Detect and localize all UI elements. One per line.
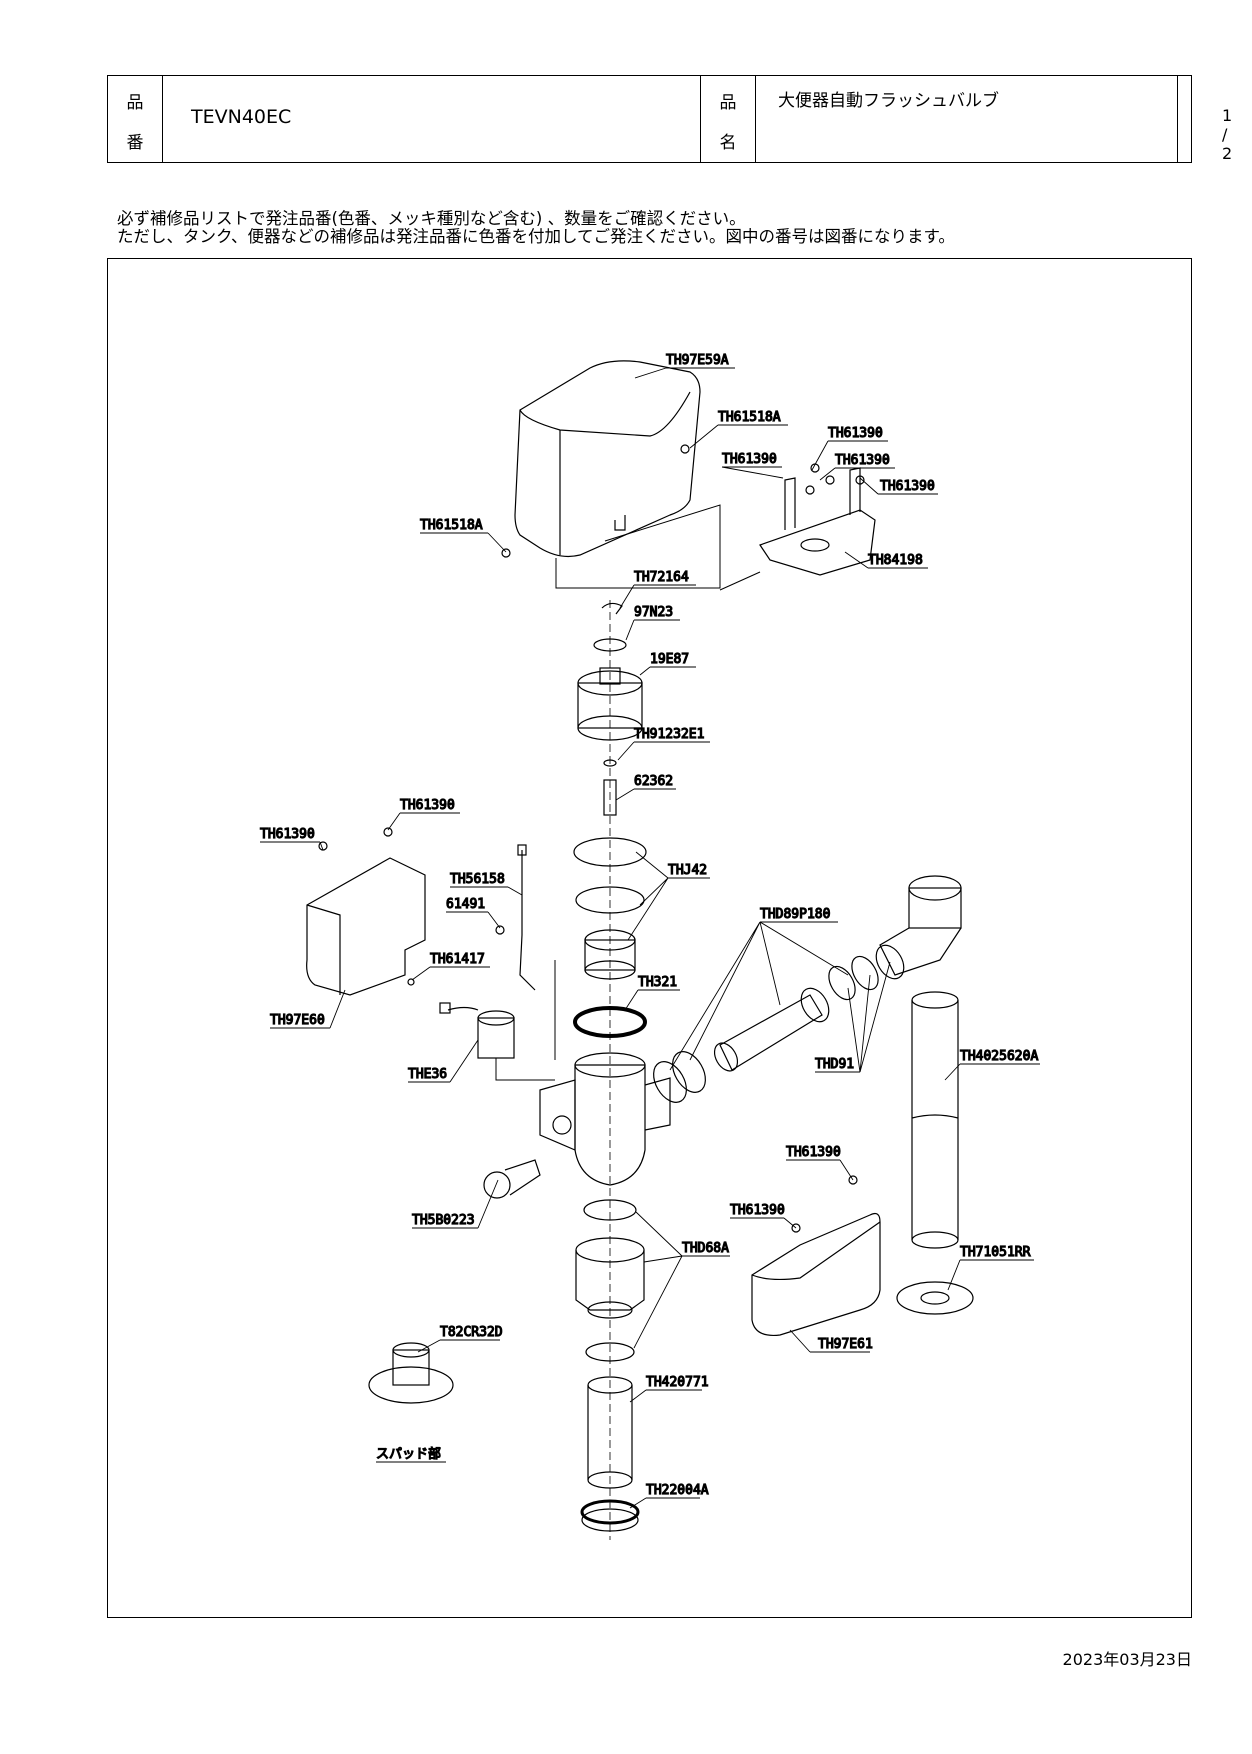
leader-lines: [260, 367, 1040, 1509]
stop-valve: [875, 875, 962, 980]
pipe-th4025620a: [911, 991, 959, 1249]
valve-body: [539, 1052, 671, 1186]
label-th61518a-left: TH61518A: [420, 518, 483, 533]
oring-thj42-b: [575, 886, 645, 914]
label-th5b0223: TH5B0223: [412, 1213, 475, 1228]
label-t82cr32d: T82CR32D: [440, 1325, 503, 1340]
label-th22004a: TH22004A: [646, 1483, 709, 1498]
label-th61390-h: TH61390: [730, 1203, 785, 1218]
oring-thd91-b: [851, 955, 879, 991]
screw-61491: [495, 925, 505, 935]
oring-thd89p180-b: [653, 1061, 687, 1103]
page-cell: 1 / 2: [1178, 76, 1232, 163]
label-th61390-c: TH61390: [835, 453, 890, 468]
label-61491: 61491: [446, 897, 485, 912]
cable-th56158: [517, 844, 536, 991]
diagram-frame: [107, 258, 1192, 1618]
product-no: TEVN40EC: [191, 106, 292, 128]
link-line-cover: [555, 504, 721, 589]
label-th61390-d: TH61390: [880, 479, 935, 494]
label-th97e61: TH97E61: [818, 1337, 873, 1352]
oring-thj42-a: [573, 837, 647, 867]
label-th61390-f: TH61390: [260, 827, 315, 842]
product-name-cell: 大便器自動フラッシュバルブ: [756, 76, 1178, 162]
ring-th321: [573, 1006, 647, 1038]
note-line-2: ただし、タンク、便器などの補修品は発注品番に色番を付加してご発注ください。図中の…: [117, 227, 955, 246]
tailpiece-thd68a: [575, 1237, 645, 1319]
solenoid-the36: [439, 1002, 515, 1059]
flange-th71051rr: [896, 1281, 974, 1315]
product-name-label-1: 品: [719, 93, 737, 113]
product-no-label-2: 番: [126, 133, 144, 153]
label-thj42: THJ42: [668, 863, 707, 878]
page-number: 1 / 2: [1222, 106, 1233, 163]
link-line-solenoid: [495, 1058, 555, 1081]
clip-th72164: [601, 602, 623, 615]
label-th97e60: TH97E60: [270, 1013, 325, 1028]
piston-19e87: [577, 667, 643, 741]
oring-th91232e1: [603, 759, 617, 767]
label-thd68a: THD68A: [682, 1241, 729, 1256]
screw-th61417: [407, 978, 415, 986]
label-th71051rr: TH71051RR: [960, 1245, 1031, 1260]
label-19e87: 19E87: [650, 652, 689, 667]
product-no-cell: TEVN40EC: [163, 76, 701, 162]
cover-right: [751, 1175, 881, 1337]
label-th61518a-top: TH61518A: [718, 410, 781, 425]
label-thd91: THD91: [815, 1057, 854, 1072]
label-th91232e1: TH91232E1: [634, 727, 704, 742]
product-no-label-1: 品: [126, 93, 144, 113]
link-line-bracket: [719, 571, 761, 591]
valve-th5b0223: [483, 1159, 541, 1199]
oring-thd91-a: [828, 965, 856, 1001]
label-62362: 62362: [634, 774, 673, 789]
label-th61417: TH61417: [430, 952, 485, 967]
pin-62362: [603, 779, 617, 816]
label-th321: TH321: [638, 975, 677, 990]
screw-th61518a-top: [680, 444, 690, 454]
label-thd89p180: THD89P180: [760, 907, 830, 922]
product-name-label-cell: 品 名: [701, 76, 756, 162]
notes: 必ず補修品リストで発注品番(色番、メッキ種別など含む) 、数量をご確認ください。…: [117, 210, 955, 246]
issue-date: 2023年03月23日: [1062, 1650, 1192, 1669]
label-spud: スパッド部: [376, 1447, 441, 1462]
gasket-thd68a-a: [583, 1199, 637, 1221]
label-th72164: TH72164: [634, 570, 689, 585]
product-no-label-cell: 品 番: [108, 76, 163, 162]
label-th61390-e: TH61390: [400, 798, 455, 813]
gasket-thd68a-b: [585, 1342, 635, 1362]
label-th61390-a: TH61390: [828, 426, 883, 441]
product-name: 大便器自動フラッシュバルブ: [778, 91, 999, 111]
label-th61390-b: TH61390: [722, 452, 777, 467]
label-th97e59a: TH97E59A: [666, 353, 729, 368]
label-th420771: TH420771: [646, 1375, 709, 1390]
valve-seat: [584, 929, 636, 980]
oring-thd89p180-a: [672, 1051, 706, 1093]
label-th56158: TH56158: [450, 872, 505, 887]
note-line-1: 必ず補修品リストで発注品番(色番、メッキ種別など含む) 、数量をご確認ください。: [117, 209, 746, 228]
label-the36: THE36: [408, 1067, 447, 1082]
product-name-label-2: 名: [719, 133, 737, 153]
nut-th22004a: [580, 1499, 640, 1532]
screw-th61518a-left: [501, 548, 511, 558]
spud-t82cr32d: [368, 1342, 454, 1404]
label-th84198: TH84198: [868, 553, 923, 568]
label-th61390-g: TH61390: [786, 1145, 841, 1160]
label-th4025620a: TH4025620A: [960, 1049, 1038, 1064]
cover-top: [514, 360, 701, 558]
label-97n23: 97N23: [634, 605, 673, 620]
title-block: 品 番 TEVN40EC 品 名 大便器自動フラッシュバルブ 1 / 2: [107, 75, 1232, 163]
cover-left: [306, 827, 426, 996]
pipe-thd89p180: [713, 987, 830, 1072]
washer-97n23: [593, 638, 627, 652]
bracket-th84198: [759, 463, 876, 576]
